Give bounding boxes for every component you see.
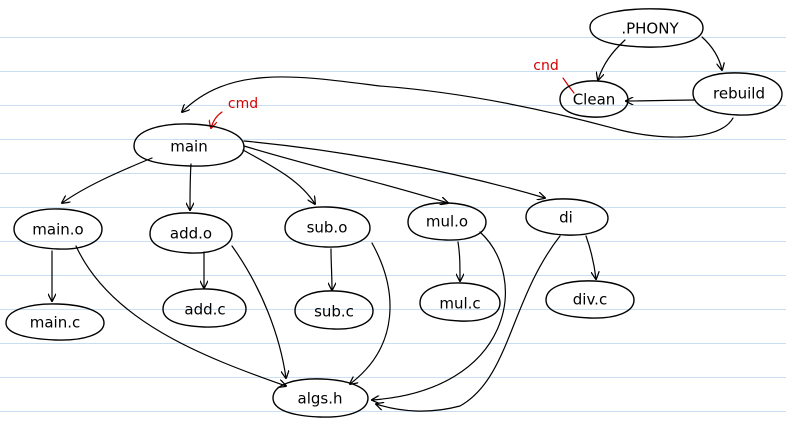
edge-phony-clean xyxy=(598,39,626,80)
node-mul-o: mul.o xyxy=(407,202,487,241)
node-di: di xyxy=(525,198,609,236)
edge-di-algs-h xyxy=(376,235,561,412)
node-label: main xyxy=(170,138,207,156)
node-label: rebuild xyxy=(713,85,765,103)
node-div-c: div.c xyxy=(545,280,635,319)
edge-main-sub-o xyxy=(242,149,315,204)
node-sub-c: sub.c xyxy=(294,290,374,330)
node-label: add.c xyxy=(184,301,225,319)
node-label: add.o xyxy=(170,225,212,243)
edge-sub-o-sub-c xyxy=(331,248,332,290)
edge-rebuild-main xyxy=(182,76,734,138)
edge-mul-o-algs-h xyxy=(372,231,506,400)
node-algs-h: algs.h xyxy=(272,378,369,418)
annotation-clean-note: cnd xyxy=(533,58,558,74)
edge-phony-rebuild xyxy=(701,36,722,70)
node-label: div.c xyxy=(573,291,607,309)
node-add-o: add.o xyxy=(149,212,233,254)
edge-add-o-algs-h xyxy=(231,245,286,378)
edges xyxy=(52,36,734,412)
node-phony: .PHONY xyxy=(589,8,704,48)
node-rebuild: rebuild xyxy=(692,72,783,116)
annotation-main-note: cmd xyxy=(228,96,258,112)
node-label: algs.h xyxy=(298,390,343,408)
node-add-c: add.c xyxy=(162,288,247,328)
edge-mul-o-mul-c xyxy=(458,241,460,281)
node-clean: Clean xyxy=(559,80,629,118)
edge-main-mul-o xyxy=(243,145,448,203)
node-label: di xyxy=(559,209,573,227)
node-sub-o: sub.o xyxy=(284,206,371,248)
node-label: main.o xyxy=(32,221,83,239)
node-label: Clean xyxy=(573,91,616,109)
node-label: main.c xyxy=(30,314,81,332)
edge-main-di xyxy=(243,140,545,198)
node-main-c: main.c xyxy=(5,303,105,341)
node-label: mul.c xyxy=(439,295,480,313)
node-label: sub.o xyxy=(307,219,348,237)
node-label: .PHONY xyxy=(621,20,679,38)
edge-main-main-o xyxy=(62,157,153,203)
edge-main-o-algs-h xyxy=(75,245,286,386)
edge-main-add-o xyxy=(190,163,191,210)
node-main-o: main.o xyxy=(13,208,103,250)
node-label: sub.c xyxy=(314,303,354,321)
edge-rebuild-clean xyxy=(626,100,696,101)
edge-di-div-c xyxy=(585,235,596,279)
node-main: main xyxy=(133,123,245,167)
node-mul-c: mul.c xyxy=(419,282,501,322)
edge-sub-o-algs-h xyxy=(350,242,391,384)
node-label: mul.o xyxy=(426,213,468,231)
